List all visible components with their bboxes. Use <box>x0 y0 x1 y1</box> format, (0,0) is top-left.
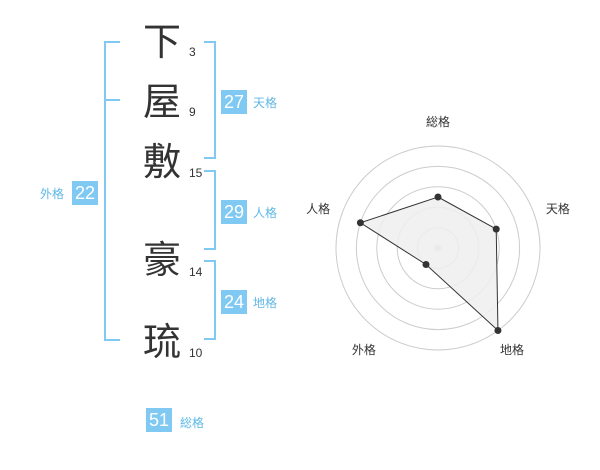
soukaku-label: 総格 <box>180 416 205 430</box>
radar-axis-label-2: 地格 <box>500 342 524 357</box>
name-char-5: 琉 <box>142 320 181 364</box>
radar-ring-4 <box>355 165 521 331</box>
radar-axis-label-4: 人格 <box>306 201 330 216</box>
gaikaku-bracket-mid-tick <box>104 99 120 101</box>
stroke-count-1: 3 <box>189 45 196 59</box>
radar-axis-label-3: 外格 <box>352 342 376 357</box>
tenkaku-label: 天格 <box>253 96 278 110</box>
radar-ring-5 <box>335 145 541 351</box>
name-char-1: 下 <box>142 20 181 64</box>
jinkaku-bracket <box>204 170 216 250</box>
radar-grid <box>335 145 541 351</box>
chikaku-bracket <box>204 260 216 340</box>
jinkaku-badge: 29 <box>221 200 248 224</box>
soukaku-badge: 51 <box>146 408 173 432</box>
name-char-3: 敷 <box>142 140 181 184</box>
chikaku-label: 地格 <box>253 296 278 310</box>
radar-point-0 <box>434 193 442 201</box>
radar-axis-label-0: 総格 <box>426 114 450 129</box>
radar-points <box>356 193 502 335</box>
chikaku-badge: 24 <box>221 290 248 314</box>
radar-ring-3 <box>376 186 500 310</box>
radar-point-1 <box>492 225 500 233</box>
gaikaku-badge: 22 <box>72 181 99 205</box>
tenkaku-bracket <box>204 41 216 159</box>
radar-point-2 <box>494 327 502 335</box>
name-char-4: 豪 <box>142 238 181 282</box>
radar-point-3 <box>422 261 430 269</box>
name-char-2: 屋 <box>142 80 181 124</box>
stroke-count-3: 15 <box>189 166 203 180</box>
stroke-count-2: 9 <box>189 105 196 119</box>
radar-point-4 <box>356 219 364 227</box>
radar-axis-label-1: 天格 <box>546 201 570 216</box>
tenkaku-badge: 27 <box>221 90 248 114</box>
jinkaku-label: 人格 <box>253 206 278 220</box>
stroke-count-5: 10 <box>189 346 203 360</box>
stroke-count-4: 14 <box>189 265 203 279</box>
gaikaku-label: 外格 <box>40 187 65 201</box>
gaikaku-bracket <box>104 41 120 341</box>
